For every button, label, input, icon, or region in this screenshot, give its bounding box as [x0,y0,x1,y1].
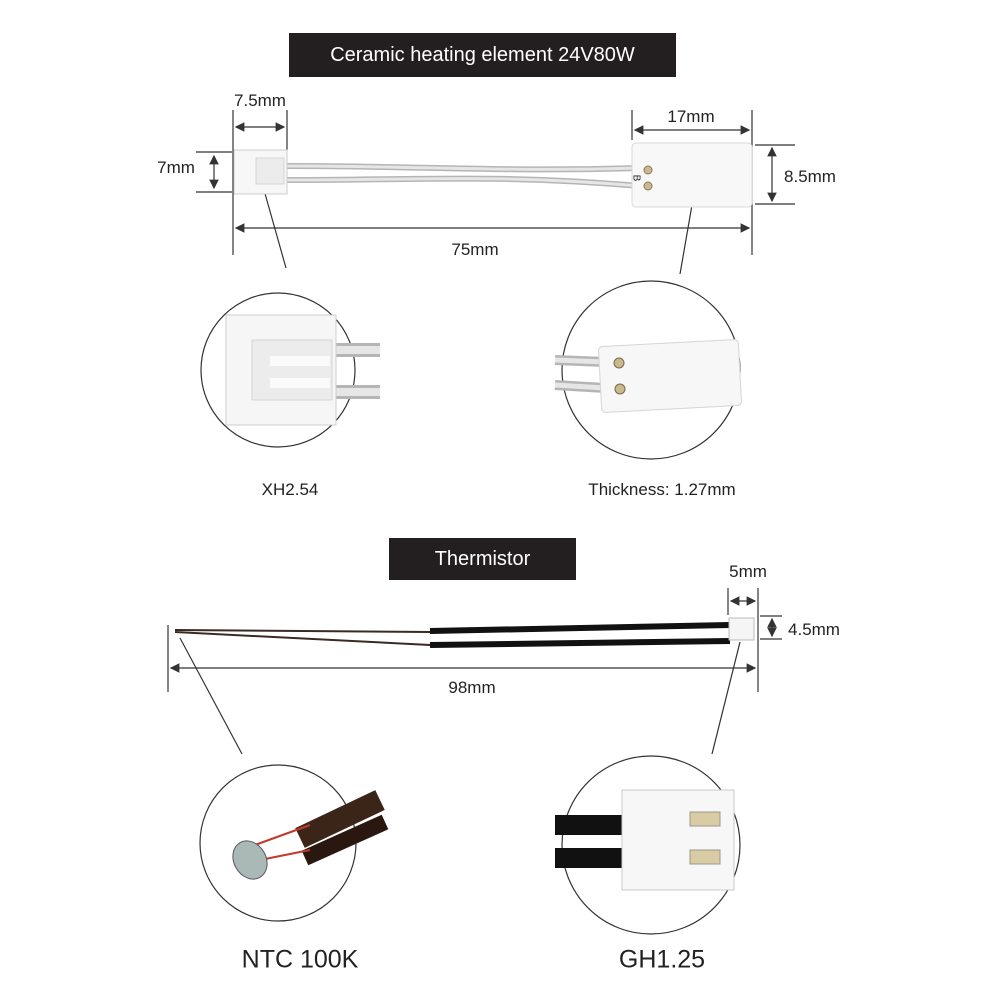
thermistor-title: Thermistor [389,538,576,580]
connector-label: XH2.54 [261,480,319,499]
sensor-label: NTC 100K [241,945,359,974]
connector-zoom [225,314,380,426]
dim-label-plate-width: 17mm [667,107,715,126]
gh-zoom [555,789,735,891]
plate-mark: B [630,174,642,182]
dim-label-connector-width: 7.5mm [234,91,286,110]
dim-label-plate-height: 8.5mm [784,167,836,186]
thermistor-wires [174,617,755,648]
dim-label-thermistor-length: 98mm [448,678,496,697]
plate-thickness-label: Thickness: 1.27mm [588,480,736,499]
dim-label-gh-height: 4.5mm [788,620,840,639]
ceramic-plate [631,142,753,208]
leader-line [179,637,243,755]
xh-connector [233,149,288,195]
heater-wires [284,163,643,189]
ntc-zoom [232,790,389,880]
dim-label-gh-width: 5mm [729,562,767,581]
leader-line [263,189,287,269]
dim-label-connector-height: 7mm [157,158,195,177]
plate-zoom [554,339,742,413]
dim-label-total-length: 75mm [451,240,499,259]
heater-title: Ceramic heating element 24V80W [289,33,676,77]
gh-detail-circle [561,755,741,935]
gh-connector-label: GH1.25 [618,945,706,974]
connector-detail-circle [200,292,356,448]
